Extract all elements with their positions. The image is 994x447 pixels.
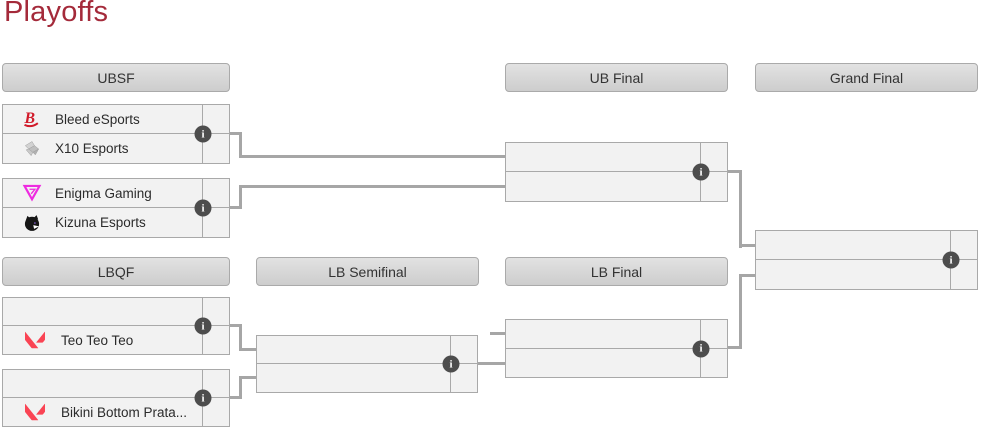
team-slot-empty — [3, 370, 229, 398]
team-slot-empty — [3, 298, 229, 326]
bracket-header-ubsf: UBSF — [2, 63, 230, 92]
bracket-connector — [739, 170, 742, 248]
team-slot[interactable]: Enigma Gaming — [3, 179, 229, 208]
match-info-icon[interactable]: i — [194, 125, 212, 143]
info-glyph: i — [201, 202, 205, 214]
info-glyph: i — [201, 392, 205, 404]
bracket-connector — [728, 170, 742, 173]
bracket-connector — [739, 274, 742, 349]
bracket-connector — [230, 324, 242, 327]
team-slot-empty — [756, 231, 977, 260]
bracket-connector — [739, 244, 755, 247]
info-glyph: i — [949, 254, 953, 266]
team-slot[interactable]: Teo Teo Teo — [3, 326, 229, 354]
bracket-header-lb-semifinal: LB Semifinal — [256, 257, 479, 286]
info-glyph: i — [699, 166, 703, 178]
match-info-icon[interactable]: i — [942, 251, 960, 269]
bracket-connector — [230, 132, 242, 135]
bracket-connector — [478, 362, 505, 365]
team-name: Bikini Bottom Prata... — [61, 404, 188, 420]
bracket-header-ub-final: UB Final — [505, 63, 728, 92]
match-info-icon[interactable]: i — [194, 317, 212, 335]
bracket-connector — [239, 376, 256, 379]
match-lbqf-2: Bikini Bottom Prata... i — [2, 369, 230, 427]
info-glyph: i — [699, 342, 703, 355]
match-lbqf-1: Teo Teo Teo i — [2, 297, 230, 355]
kizuna-esports-logo — [22, 213, 42, 233]
svg-text:B: B — [24, 110, 36, 127]
team-slot-empty — [506, 320, 727, 349]
team-slot[interactable]: B Bleed eSports — [3, 105, 229, 134]
team-name: X10 Esports — [55, 141, 129, 156]
team-name: Enigma Gaming — [55, 185, 152, 201]
bracket-connector — [239, 132, 242, 158]
bracket-connector — [239, 348, 256, 351]
match-ubsf-2: Enigma Gaming Kizuna Esports i — [2, 178, 230, 238]
bracket-connector — [728, 346, 742, 349]
bracket-connector — [239, 185, 242, 209]
match-ubsf-1: B Bleed eSports X10 Esports i — [2, 104, 230, 164]
bracket-header-grand-final: Grand Final — [755, 63, 978, 92]
bracket-connector-stub — [490, 332, 505, 335]
page-title: Playoffs — [4, 0, 109, 28]
team-slot[interactable]: Kizuna Esports — [3, 208, 229, 237]
team-slot[interactable]: X10 Esports — [3, 134, 229, 163]
bleed-esports-logo: B — [22, 109, 42, 129]
info-glyph: i — [201, 320, 205, 332]
bracket-header-lbqf: LBQF — [2, 257, 230, 286]
enigma-gaming-logo — [22, 183, 42, 203]
x10-esports-logo — [22, 139, 42, 159]
match-info-icon[interactable]: i — [442, 355, 460, 373]
bracket-header-lb-final: LB Final — [505, 257, 728, 286]
bracket-connector — [239, 324, 242, 351]
team-name: Teo Teo Teo — [61, 332, 134, 348]
match-info-icon[interactable]: i — [194, 199, 212, 217]
info-glyph: i — [201, 128, 205, 140]
team-slot[interactable]: Bikini Bottom Prata... — [3, 398, 229, 426]
bracket-connector — [239, 185, 505, 188]
match-ub-final: i — [505, 142, 728, 202]
match-info-icon[interactable]: i — [692, 340, 710, 357]
team-slot-empty — [506, 143, 727, 172]
bikini-bottom-prata-logo — [22, 402, 48, 422]
match-lb-final: i — [505, 319, 728, 378]
bracket-connector — [239, 376, 242, 399]
info-glyph: i — [449, 358, 453, 370]
match-grand-final: i — [755, 230, 978, 290]
teo-teo-teo-logo — [22, 330, 48, 350]
bracket-connector — [739, 274, 755, 277]
team-name: Kizuna Esports — [55, 215, 146, 230]
team-slot-empty — [257, 336, 477, 364]
bracket-connector — [230, 396, 242, 399]
bracket-connector — [239, 155, 505, 158]
match-lb-semifinal: i — [256, 335, 478, 393]
match-info-icon[interactable]: i — [194, 389, 212, 407]
match-info-icon[interactable]: i — [692, 163, 710, 181]
team-name: Bleed eSports — [55, 111, 140, 127]
bracket-connector — [230, 206, 242, 209]
